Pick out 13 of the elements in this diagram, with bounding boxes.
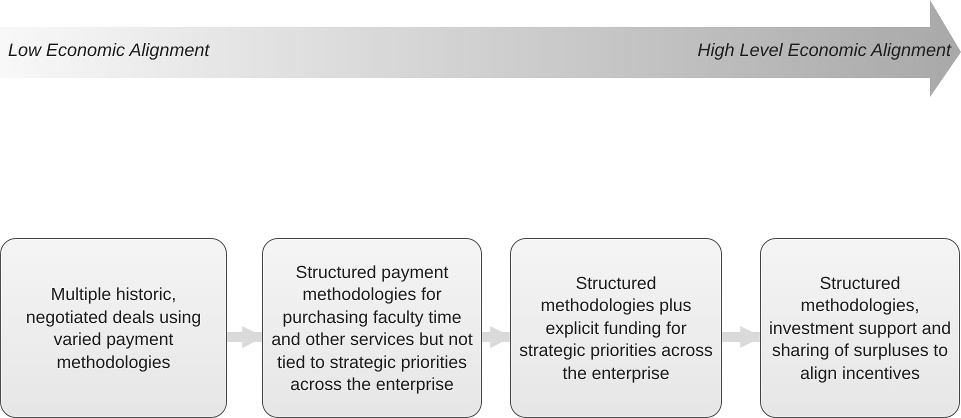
process-box	[760, 238, 960, 418]
scale-label: Low Economic Alignment	[8, 40, 210, 61]
box-text: Structured methodologies plus explicit funding for strategic priorities across the enterprise	[519, 272, 713, 384]
arrow	[482, 326, 512, 348]
box-text: Structured payment methodologies for purchasing faculty time and other services but not tied to strategic priorities across the enterprise	[271, 260, 473, 396]
scale-label: High Level Economic Alignment	[698, 40, 951, 61]
process-box	[262, 238, 482, 418]
box-text: Structured methodologies, investment support and sharing of surpluses to align incentives	[769, 272, 951, 384]
process-box	[510, 238, 722, 418]
process-box	[0, 238, 227, 418]
box-text: Multiple historic, negotiated deals using varied payment methodologies	[24, 283, 202, 373]
arrow	[227, 326, 264, 348]
arrow	[722, 326, 762, 348]
